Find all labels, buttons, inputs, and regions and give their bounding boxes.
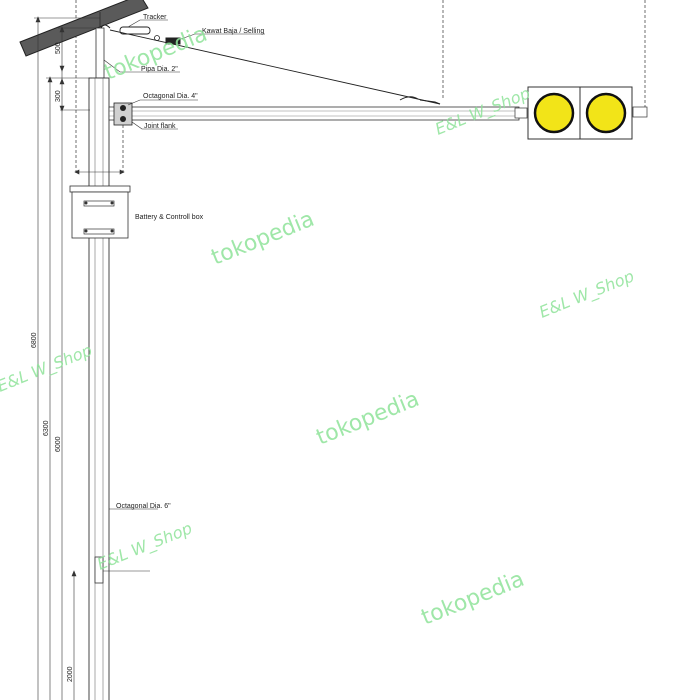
label-pole: Octagonal Dia. 6": [116, 503, 171, 510]
label-cable: Kawat Baja / Selling: [202, 28, 264, 35]
watermark-shop: E&L W_Shop: [536, 266, 637, 322]
watermark-shop: E&L W_Shop: [0, 340, 95, 396]
lamp-housing: [527, 86, 648, 140]
watermark-tokopedia: tokopedia: [313, 387, 423, 451]
joint-flank: [113, 102, 133, 126]
watermark-tokopedia: tokopedia: [208, 207, 318, 271]
dim-500: 500: [55, 42, 62, 54]
dim-6800: 6800: [31, 332, 38, 348]
pole-door: [94, 556, 104, 584]
tracker-cable: [100, 24, 441, 105]
label-tracker: Tracker: [143, 14, 167, 21]
dim-6300: 6300: [43, 420, 50, 436]
pipe-2-inch: [95, 27, 105, 79]
lamp-left: [533, 92, 575, 134]
dimension-lines: [34, 16, 125, 700]
label-box: Battery & Controll box: [135, 214, 204, 221]
lamp-right: [585, 92, 627, 134]
dashed-guides: [75, 0, 646, 175]
battery-control-box: [69, 185, 131, 239]
main-pole: [88, 77, 150, 700]
watermark-shop: E&L W_Shop: [94, 518, 195, 574]
dim-2000: 2000: [67, 666, 74, 682]
label-arm: Octagonal Dia. 4": [143, 93, 198, 100]
label-joint: Joint flank: [144, 123, 176, 130]
dim-300: 300: [55, 90, 62, 102]
dim-6000: 6000: [55, 436, 62, 452]
octagonal-arm: [108, 106, 528, 121]
leader-lines: [103, 19, 265, 510]
label-pipe: Pipa Dia. 2": [141, 66, 178, 73]
watermark-tokopedia: tokopedia: [418, 567, 528, 631]
